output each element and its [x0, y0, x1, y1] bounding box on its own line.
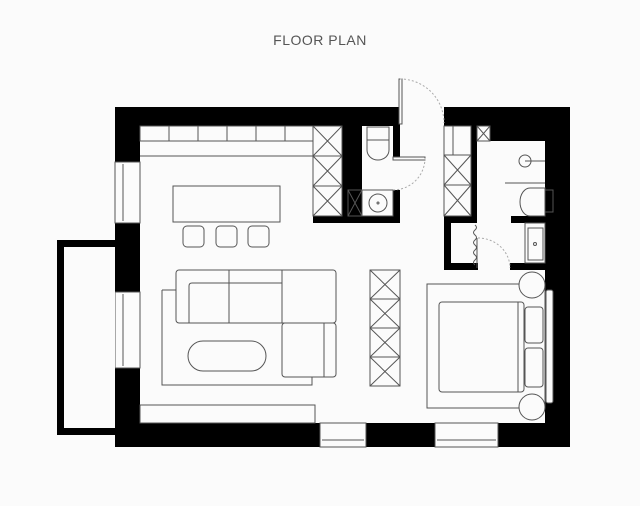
- stool: [215, 225, 238, 248]
- walls: [115, 107, 570, 447]
- sink: [368, 193, 388, 213]
- kitchen-island: [172, 185, 281, 223]
- window-left-top: [114, 161, 141, 224]
- living: [139, 269, 401, 424]
- nightstand: [518, 271, 546, 299]
- stool: [247, 225, 270, 248]
- hall-closet: [443, 125, 472, 217]
- wc-door: [392, 156, 426, 161]
- rug: [161, 289, 313, 386]
- kitchen: [139, 125, 343, 248]
- stool: [182, 225, 205, 248]
- balcony: [57, 240, 115, 435]
- ottoman: [187, 340, 267, 372]
- toilet: [366, 126, 390, 161]
- toilet: [519, 187, 546, 217]
- headboard: [545, 289, 554, 404]
- mattress: [438, 301, 525, 393]
- bedroom: [426, 271, 554, 421]
- wc: [347, 126, 426, 217]
- bathroom: [476, 125, 554, 264]
- tall-cabinets: [312, 125, 343, 217]
- console-bench: [139, 404, 316, 424]
- nightstand: [518, 393, 546, 421]
- plan-title: FLOOR PLAN: [273, 32, 367, 48]
- storage: [473, 224, 511, 269]
- window-bottom-1: [319, 422, 367, 448]
- pillow: [524, 306, 544, 344]
- window-left-bottom: [114, 291, 141, 369]
- sofa: [175, 269, 337, 378]
- window-bottom-2: [434, 422, 499, 448]
- windows: [114, 161, 499, 448]
- washbasin: [527, 227, 544, 261]
- entrance-door: [398, 78, 445, 125]
- bed-frame: [426, 283, 546, 409]
- pillow: [524, 347, 544, 388]
- shelving-unit: [369, 269, 401, 387]
- curtain: [473, 224, 477, 266]
